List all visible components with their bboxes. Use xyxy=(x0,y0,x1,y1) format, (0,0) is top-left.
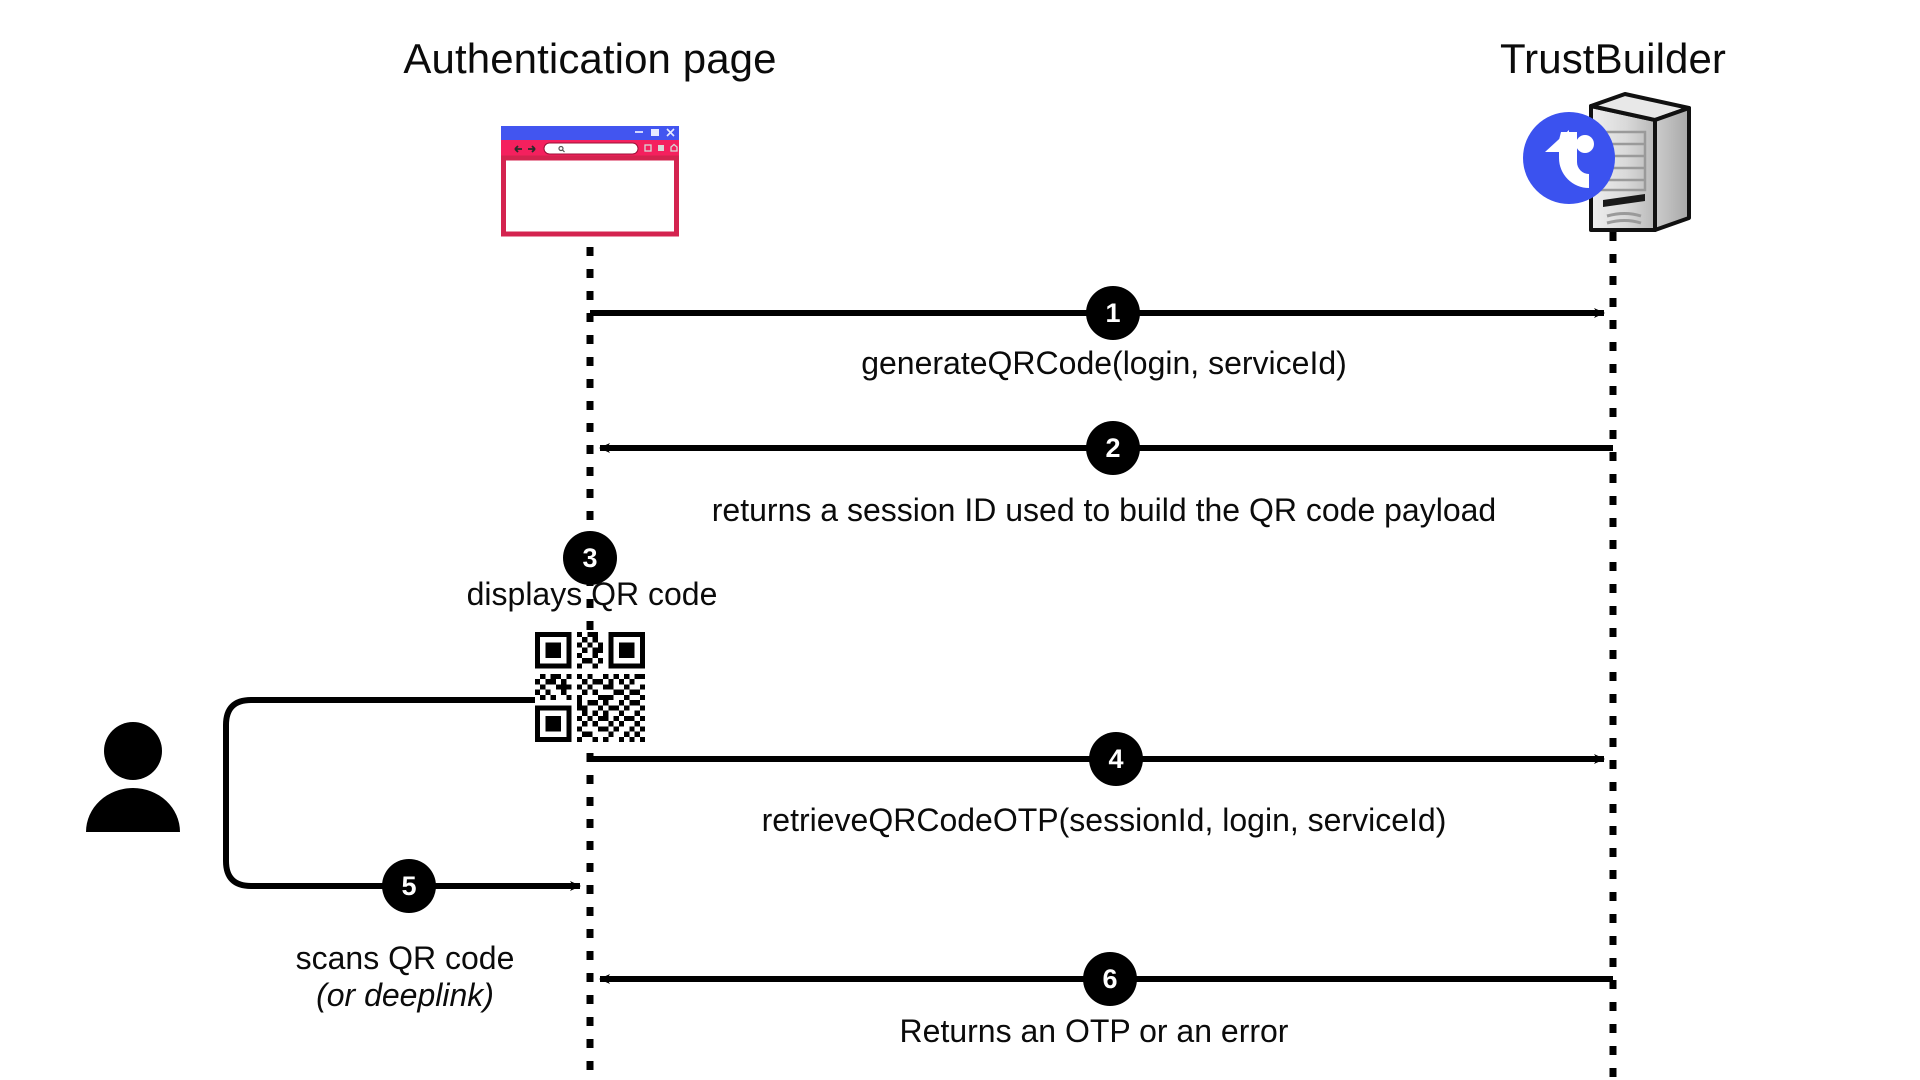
server-tower-icon xyxy=(1523,92,1691,232)
step-badge-6[interactable]: 6 xyxy=(1083,952,1137,1006)
step-badge-4[interactable]: 4 xyxy=(1089,732,1143,786)
message-label-5-line1: scans QR code xyxy=(295,940,515,976)
message-label-1: generateQRCode(login, serviceId) xyxy=(861,345,1347,381)
message-label-6: Returns an OTP or an error xyxy=(899,1013,1289,1049)
message-label-2: returns a session ID used to build the Q… xyxy=(711,492,1497,528)
user-person-icon xyxy=(86,722,180,832)
message-label-4: retrieveQRCodeOTP(sessionId, login, serv… xyxy=(761,802,1447,838)
step-badge-2[interactable]: 2 xyxy=(1086,421,1140,475)
message-label-3: displays QR code xyxy=(466,576,718,612)
message-label-5: scans QR code (or deeplink) xyxy=(296,940,515,1014)
browser-window-icon xyxy=(501,126,679,237)
message-label-5-line2: (or deeplink) xyxy=(316,977,494,1013)
qr-code-image xyxy=(535,632,645,742)
step-badge-5[interactable]: 5 xyxy=(382,859,436,913)
step-badge-3[interactable]: 3 xyxy=(563,531,617,585)
step-badge-1[interactable]: 1 xyxy=(1086,286,1140,340)
participant-title-trustbuilder: TrustBuilder xyxy=(1499,35,1727,82)
message-arrow-5 xyxy=(223,697,589,891)
participant-title-auth-page: Authentication page xyxy=(403,35,777,82)
trustbuilder-logo-icon xyxy=(1523,112,1615,204)
